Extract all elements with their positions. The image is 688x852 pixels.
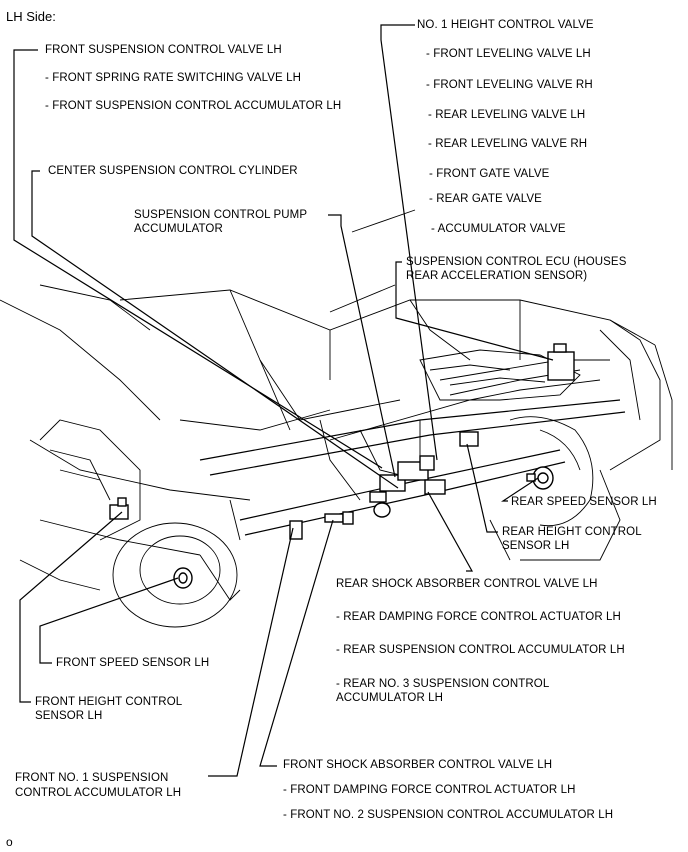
label-front-height-sensor-line2: SENSOR LH [35,710,103,722]
leader-lines [13,24,554,777]
label-accumulator-valve: - ACCUMULATOR VALVE [431,223,566,235]
figure-code: o [6,835,13,849]
label-front-leveling-lh: - FRONT LEVELING VALVE LH [426,48,591,60]
label-rear-height-sensor-line2: SENSOR LH [502,540,570,552]
label-rear-gate-valve: - REAR GATE VALVE [429,193,542,205]
label-rear-shock-valve: REAR SHOCK ABSORBER CONTROL VALVE LH [336,578,598,590]
label-front-spring-rate-valve: - FRONT SPRING RATE SWITCHING VALVE LH [45,72,301,84]
label-rear-no3-accumulator-line1: - REAR NO. 3 SUSPENSION CONTROL [336,678,550,690]
label-pump-accumulator-line2: ACCUMULATOR [134,223,223,235]
label-front-height-sensor-line1: FRONT HEIGHT CONTROL [35,696,183,708]
label-front-gate-valve: - FRONT GATE VALVE [429,168,550,180]
label-front-no1-accumulator-line2: CONTROL ACCUMULATOR LH [15,787,182,799]
label-front-speed-sensor: FRONT SPEED SENSOR LH [56,657,210,669]
label-front-suspension-accumulator: - FRONT SUSPENSION CONTROL ACCUMULATOR L… [45,100,342,112]
label-front-damping-actuator: - FRONT DAMPING FORCE CONTROL ACTUATOR L… [283,784,576,796]
front-no1-accumulator-shape [289,520,303,540]
label-height-control-valve: NO. 1 HEIGHT CONTROL VALVE [417,19,594,31]
label-ecu-line1: SUSPENSION CONTROL ECU (HOUSES [406,256,627,268]
vehicle-body-outline [0,209,673,628]
label-front-no2-accumulator: - FRONT NO. 2 SUSPENSION CONTROL ACCUMUL… [283,809,614,821]
label-front-no1-accumulator-line1: FRONT NO. 1 SUSPENSION [15,772,169,784]
front-shock-valve-shape [324,513,344,523]
height-control-valve-shape [459,431,479,447]
suspension-ecu-shape [547,351,575,381]
label-rear-leveling-rh: - REAR LEVELING VALVE RH [428,138,588,150]
label-front-suspension-control-valve: FRONT SUSPENSION CONTROL VALVE LH [45,44,282,56]
label-rear-height-sensor-line1: REAR HEIGHT CONTROL [502,526,642,538]
label-rear-suspension-accumulator: - REAR SUSPENSION CONTROL ACCUMULATOR LH [336,644,625,656]
label-center-suspension-cylinder: CENTER SUSPENSION CONTROL CYLINDER [48,165,298,177]
label-ecu-line2: REAR ACCELERATION SENSOR) [406,270,588,282]
label-rear-no3-accumulator-line2: ACCUMULATOR LH [336,692,444,704]
label-pump-accumulator-line1: SUSPENSION CONTROL PUMP [134,209,308,221]
label-rear-damping-actuator: - REAR DAMPING FORCE CONTROL ACTUATOR LH [336,611,621,623]
front-height-sensor-shape [109,504,129,520]
suspension-components [109,343,575,589]
label-front-shock-valve: FRONT SHOCK ABSORBER CONTROL VALVE LH [283,759,553,771]
label-rear-speed-sensor: REAR SPEED SENSOR LH [511,496,657,508]
page-title: LH Side: [6,9,56,24]
label-front-leveling-rh: - FRONT LEVELING VALVE RH [426,79,593,91]
label-rear-leveling-lh: - REAR LEVELING VALVE LH [428,109,586,121]
